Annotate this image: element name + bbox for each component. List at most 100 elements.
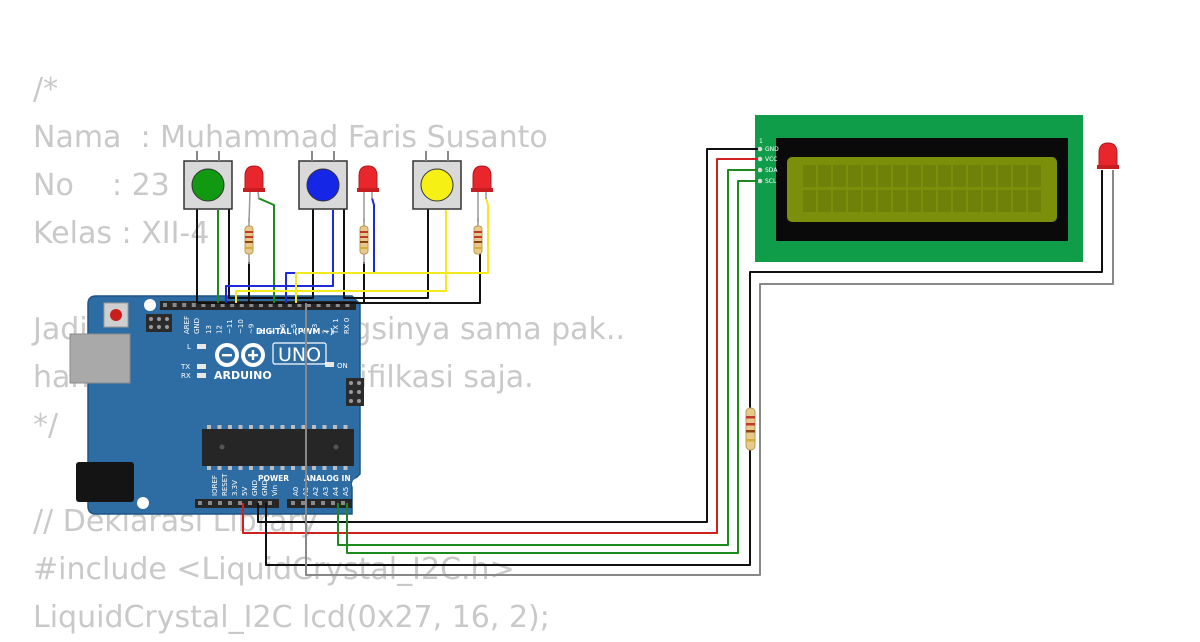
header-pin[interactable]	[239, 303, 244, 307]
header-pin[interactable]	[335, 303, 340, 307]
lcd-cell	[968, 190, 981, 212]
analog-pin-label: A0	[292, 487, 300, 496]
header-pin[interactable]	[248, 501, 252, 505]
header-pin[interactable]	[211, 303, 215, 307]
header-pin[interactable]	[163, 303, 167, 307]
lcd-cell	[1013, 165, 1026, 187]
digital-pin-label: 8	[258, 330, 266, 334]
digital-pin-label: 4	[300, 329, 308, 334]
digital-header	[160, 301, 356, 310]
header-pin[interactable]	[287, 303, 292, 307]
header-pin[interactable]	[278, 303, 283, 307]
header-pin[interactable]	[249, 303, 254, 307]
header-pin[interactable]	[326, 303, 331, 307]
lcd-i2c-module[interactable]: 1 GND VCC SDA SCL	[755, 115, 1083, 262]
header-pin[interactable]	[238, 501, 242, 505]
digital-pin-label: ~3	[311, 324, 319, 334]
lcd-cell	[893, 165, 906, 187]
code-line: No : 23	[33, 168, 170, 203]
digital-pin-label: 7	[269, 330, 277, 334]
header-pin[interactable]	[198, 501, 202, 505]
chip-pin	[217, 466, 222, 470]
push-button-yellow[interactable]	[412, 151, 462, 210]
lcd-pin-gnd-label: GND	[765, 146, 779, 153]
header-pin[interactable]	[291, 501, 295, 505]
wire-yellow-led	[295, 197, 489, 303]
code-line: Kelas : XII-4	[33, 216, 210, 251]
header-pin[interactable]	[220, 303, 225, 307]
header-pin[interactable]	[228, 501, 232, 505]
header-pin[interactable]	[258, 501, 262, 505]
chip-pin	[217, 425, 222, 429]
lcd-cell	[1028, 165, 1041, 187]
arduino-brand-label: ARDUINO	[214, 369, 272, 382]
header-pin[interactable]	[307, 303, 311, 307]
led-tx	[197, 364, 206, 369]
header-pin[interactable]	[268, 303, 273, 307]
led-rx	[197, 373, 206, 378]
header-pin[interactable]	[208, 501, 212, 505]
push-button-green[interactable]	[183, 151, 233, 210]
header-pin[interactable]	[172, 303, 177, 307]
power-section-label: POWER	[258, 474, 289, 483]
lcd-pin-header	[757, 146, 763, 184]
lcd-cell	[878, 165, 891, 187]
power-jack	[76, 462, 134, 502]
header-pin[interactable]	[316, 303, 321, 307]
header-pin[interactable]	[201, 303, 206, 307]
digital-pin-label: ~11	[226, 319, 234, 334]
chip-pin	[270, 425, 274, 429]
header-pin[interactable]	[230, 303, 235, 307]
analog-section-label: ANALOG IN	[304, 474, 351, 483]
header-pin[interactable]	[182, 303, 187, 307]
lcd-cell	[833, 165, 846, 187]
header-pin[interactable]	[268, 501, 272, 505]
digital-pin-label: ~9	[247, 324, 255, 334]
power-pin-label: GND	[261, 480, 269, 496]
header-pin[interactable]	[301, 501, 305, 505]
wire-gnd-bus	[228, 208, 314, 299]
lcd-cell	[908, 190, 921, 212]
header-pin[interactable]	[321, 501, 325, 505]
header-pin[interactable]	[341, 501, 345, 505]
push-button-blue[interactable]	[298, 151, 348, 210]
lcd-cell	[923, 165, 936, 187]
lcd-pin-one-label: 1	[759, 138, 763, 145]
chip-pin	[301, 425, 306, 429]
digital-pin-label: ~5	[290, 324, 298, 334]
chip-pin	[207, 466, 211, 470]
header-pin[interactable]	[331, 501, 335, 505]
chip-pin	[259, 425, 264, 429]
lcd-cell	[848, 165, 861, 187]
wire-blue-signal	[225, 210, 334, 303]
lcd-cell	[938, 165, 951, 187]
header-pin[interactable]	[259, 303, 263, 307]
header-pin[interactable]	[297, 303, 302, 307]
lcd-cell	[848, 190, 861, 212]
digital-pin-label: 13	[205, 325, 213, 334]
wire-gnd-bus	[343, 208, 429, 299]
wire-lcd-sda	[337, 169, 758, 546]
chip-pin	[333, 466, 337, 470]
lcd-cell	[983, 165, 996, 187]
header-pin[interactable]	[191, 303, 196, 307]
code-line: LiquidCrystal_I2C lcd(0x27, 16, 2);	[33, 600, 550, 635]
lcd-pin-sda-label: SDA	[765, 167, 778, 174]
led-on-label: ON	[337, 362, 348, 370]
led-l	[197, 344, 206, 349]
header-pin[interactable]	[345, 303, 350, 307]
lcd-pin-scl-label: SCL	[765, 178, 777, 185]
chip-pin	[333, 425, 337, 429]
header-pin[interactable]	[311, 501, 315, 505]
chip-pin	[291, 425, 295, 429]
header-pin[interactable]	[218, 501, 222, 505]
uno-model-label: UNO	[278, 344, 321, 366]
lcd-cell	[1013, 190, 1026, 212]
lcd-cell	[998, 190, 1011, 212]
icsp-header-right	[346, 378, 364, 406]
lcd-cell	[998, 165, 1011, 187]
icsp-header	[146, 314, 172, 332]
